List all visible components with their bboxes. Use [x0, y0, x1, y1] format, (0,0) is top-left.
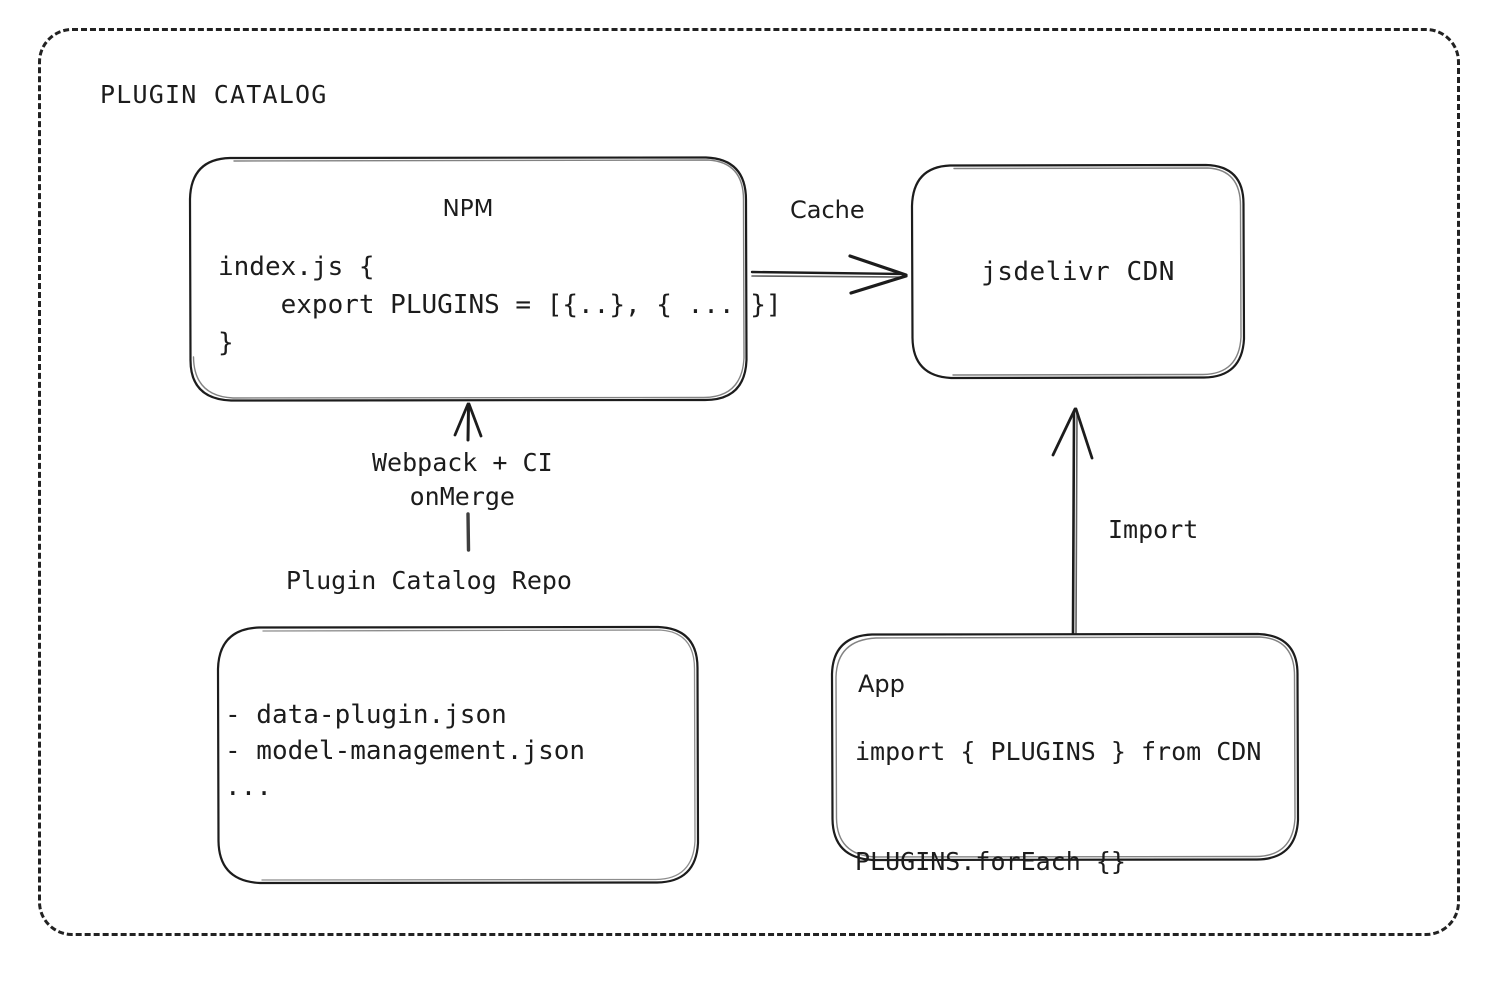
npm-code-block: index.js { export PLUGINS = [{..}, { ...…: [218, 252, 782, 358]
plugin-catalog-frame: [38, 28, 1460, 936]
node-jsdelivr-cdn[interactable]: jsdelivr CDN: [910, 163, 1246, 380]
repo-file-list: - data-plugin.json - model-management.js…: [225, 700, 586, 802]
frame-title: PLUGIN CATALOG: [100, 80, 328, 109]
repo-caption: Plugin Catalog Repo: [286, 566, 572, 595]
node-app[interactable]: App import { PLUGINS } from CDN PLUGINS.…: [830, 632, 1300, 876]
edge-label-cache: Cache: [790, 196, 865, 224]
cdn-label: jsdelivr CDN: [981, 256, 1175, 287]
edge-label-import: Import: [1108, 515, 1199, 544]
app-code-block: import { PLUGINS } from CDN PLUGINS.forE…: [855, 737, 1262, 876]
node-npm[interactable]: NPM index.js { export PLUGINS = [{..}, {…: [188, 156, 782, 402]
node-plugin-catalog-repo[interactable]: - data-plugin.json - model-management.js…: [215, 625, 700, 885]
npm-title: NPM: [442, 196, 494, 222]
edge-label-webpack-ci: Webpack + CI onMerge: [372, 448, 553, 511]
app-title: App: [858, 670, 905, 698]
